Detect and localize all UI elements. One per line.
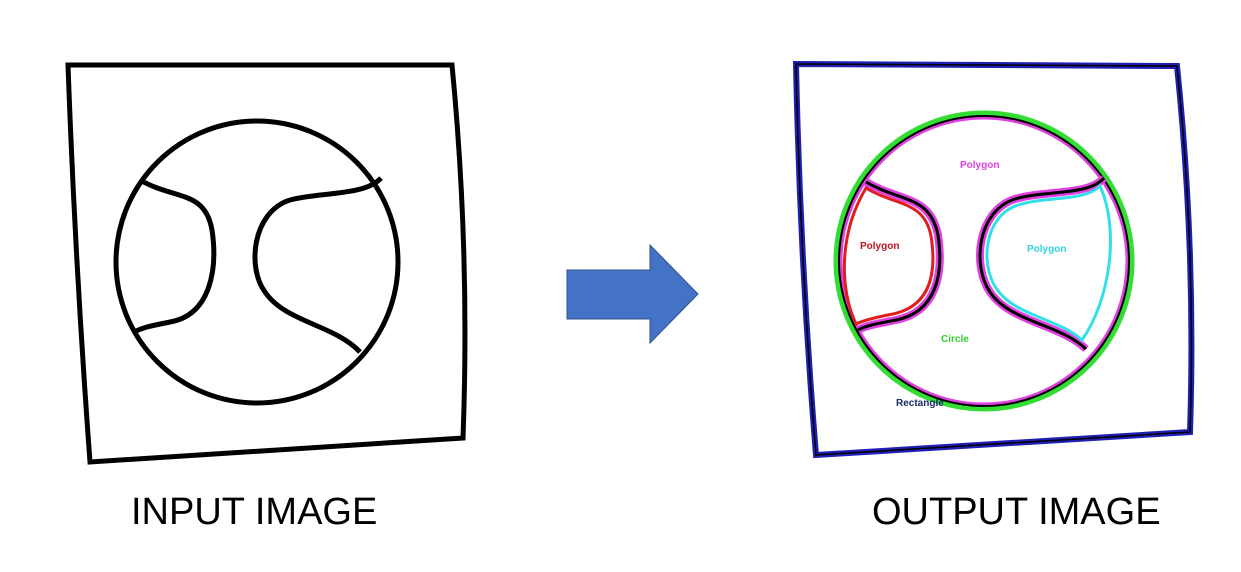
output-circle-outline [833, 110, 1135, 412]
input-right-shape-outline [252, 176, 383, 354]
polygon-left-label: Polygon [860, 241, 899, 252]
output-left-polygon-outline [856, 178, 944, 334]
rectangle-label: Rectangle [896, 398, 944, 409]
output-drawing [792, 60, 1195, 459]
input-drawing [65, 62, 468, 465]
input-rectangle-outline [65, 62, 468, 465]
polygon-right-label: Polygon [1027, 244, 1066, 255]
right-arrow-icon [566, 243, 699, 345]
output-caption: OUTPUT IMAGE [872, 491, 1161, 533]
input-circle-outline [113, 118, 401, 406]
input-caption: INPUT IMAGE [131, 491, 377, 533]
circle-label: Circle [941, 334, 969, 345]
polygon-top-label: Polygon [960, 160, 999, 171]
input-left-shape-outline [131, 177, 217, 336]
